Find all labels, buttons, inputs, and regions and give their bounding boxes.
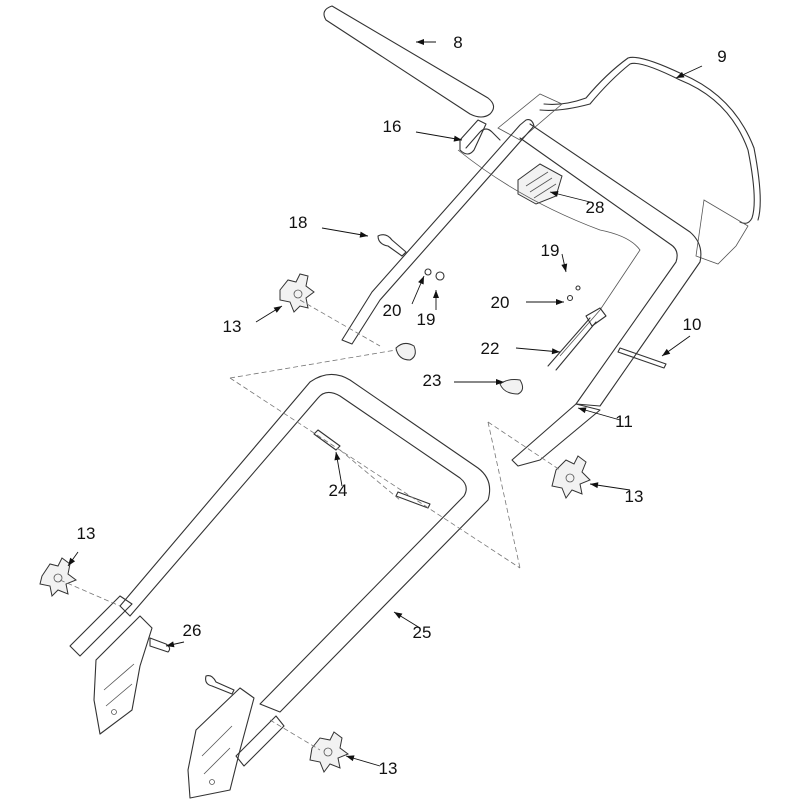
callout-label: 25 bbox=[413, 623, 432, 642]
callout-arrowhead bbox=[676, 71, 685, 78]
callout-label: 26 bbox=[183, 621, 202, 640]
callout-arrowhead bbox=[590, 482, 599, 489]
callout-arrowhead bbox=[166, 641, 175, 648]
callout-arrowhead bbox=[561, 263, 568, 272]
callout-label: 19 bbox=[417, 310, 436, 329]
callout-labels: 8 9 16 28 18 19 19 20 20 13 22 10 23 11 13 24 13 26 25 13 bbox=[67, 33, 727, 778]
cable-clip-part bbox=[459, 119, 487, 155]
grip-tube-part bbox=[323, 5, 495, 118]
callout-label: 19 bbox=[541, 241, 560, 260]
upper-handle-left-tube bbox=[341, 119, 535, 345]
knob-part-13-upper-left bbox=[279, 273, 315, 313]
callout-label: 18 bbox=[289, 213, 308, 232]
switch-box-part bbox=[517, 163, 563, 205]
callout-arrowhead bbox=[273, 306, 282, 313]
callout-label: 28 bbox=[586, 198, 605, 217]
assembly-guide-lines bbox=[59, 299, 561, 751]
callout-label: 16 bbox=[383, 117, 402, 136]
right-mount-bracket bbox=[187, 687, 285, 799]
callout-arrowhead bbox=[556, 299, 564, 305]
callout-arrowhead bbox=[662, 348, 671, 356]
callout-arrowhead bbox=[578, 407, 587, 414]
callout-arrowhead bbox=[496, 379, 504, 385]
callout-arrowhead bbox=[68, 557, 76, 566]
callout-label: 13 bbox=[77, 524, 96, 543]
callout-arrowhead bbox=[346, 755, 355, 762]
callout-arrowhead bbox=[433, 290, 439, 298]
callout-label: 20 bbox=[491, 293, 510, 312]
knob-part-13-bottom bbox=[309, 731, 350, 774]
callout-arrowhead bbox=[453, 135, 462, 142]
lower-handle-part-25 bbox=[119, 373, 491, 713]
callout-label: 13 bbox=[223, 317, 242, 336]
callout-arrowhead bbox=[416, 39, 424, 45]
control-cable bbox=[457, 149, 641, 357]
callout-arrowhead bbox=[551, 348, 560, 355]
callout-arrowhead bbox=[550, 191, 559, 197]
knob-part-13-lower-left bbox=[39, 557, 78, 598]
callout-arrowhead bbox=[334, 452, 341, 461]
washer-nut-parts bbox=[424, 268, 581, 302]
callout-label: 8 bbox=[453, 33, 462, 52]
clip-parts-23 bbox=[395, 342, 524, 395]
upper-handle-right-tube bbox=[519, 123, 702, 407]
callout-arrowhead bbox=[394, 612, 403, 619]
callout-label: 13 bbox=[625, 487, 644, 506]
pin-part-10 bbox=[617, 347, 667, 369]
callout-label: 23 bbox=[423, 371, 442, 390]
callout-label: 11 bbox=[615, 412, 633, 431]
bail-lever-part bbox=[539, 56, 761, 224]
upper-handle-panel bbox=[497, 93, 749, 265]
callout-label: 13 bbox=[379, 759, 398, 778]
callout-label: 24 bbox=[329, 481, 348, 500]
left-mount-bracket bbox=[69, 595, 153, 735]
callout-label: 20 bbox=[383, 301, 402, 320]
callout-arrowhead bbox=[359, 231, 368, 238]
bolt-part-18 bbox=[377, 234, 407, 257]
callout-arrowhead bbox=[418, 276, 424, 285]
callout-label: 10 bbox=[683, 315, 702, 334]
callout-label: 9 bbox=[717, 47, 726, 66]
tube-end-part-11 bbox=[511, 403, 601, 467]
cable-adjuster-part bbox=[547, 307, 607, 371]
callout-label: 22 bbox=[481, 339, 500, 358]
knob-part-13-mid-right bbox=[551, 455, 591, 500]
bolt-part-26 bbox=[149, 637, 235, 695]
